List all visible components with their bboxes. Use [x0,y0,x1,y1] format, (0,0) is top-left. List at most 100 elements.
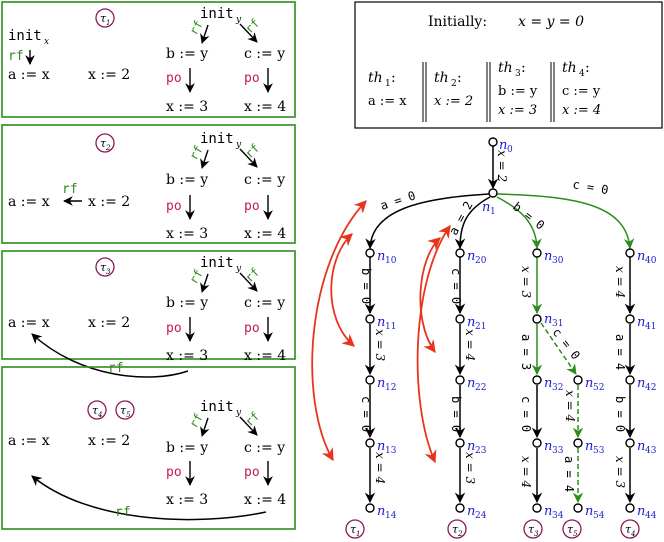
init-y-label: init [200,399,234,415]
c-read-y: c := y [244,295,285,311]
node-dot [625,503,635,513]
tag-tau3-box3: τ 3 [95,257,115,277]
x-assign-3: x := 3 [166,492,208,508]
tree-edge-n33-n34: x = 4 [519,448,543,504]
rf-arrow [200,24,210,44]
tree-edge-n42-n43: b = 0 [613,385,636,439]
init-y-sub: y [235,408,242,418]
node-label: n [637,504,645,519]
tree-node-n22: n 22 [455,375,486,393]
node-sub: 44 [645,511,657,521]
thread-4-line-2: x := 4 [562,103,601,118]
init-y-label: init [200,131,234,147]
tree-edge-n43-n44: x = 3 [613,448,636,504]
edge-label: x = 4 [563,390,577,422]
a-read-x: a := x [8,194,50,210]
init-x-sub: x [44,37,49,47]
a-read-x: a := x [8,433,50,449]
tree-edge-n30-n31: x = 3 [519,257,543,315]
tree-edge-n41-n42: a = 4 [613,324,636,376]
program-box-frame [354,1,663,129]
node-sub: 22 [475,383,486,393]
node-label: n [637,315,645,330]
thread-3-name: th [498,60,513,76]
node-label: n [544,249,552,264]
thread-3-line-1: b := y [498,84,538,99]
edge-label: c = 0 [359,396,373,432]
node-dot [532,375,542,385]
tree-node-n11: n 11 [365,314,396,332]
edge-label: c = 0 [449,268,463,304]
tree-node-n12: n 12 [365,375,396,393]
node-sub: 43 [645,446,657,456]
rf-arrow [200,417,210,437]
tag-circle [115,400,135,420]
tree-node-n33: n 33 [532,438,564,456]
edge-label: a = 4 [613,334,627,370]
thread-1-sub: 1 [385,79,391,89]
rf-label: rf [115,505,131,520]
node-sub: 33 [552,446,564,456]
node-dot [455,438,465,448]
edge-line [454,196,491,250]
edge-label: x = 4 [613,266,627,298]
rf-label: rf [62,182,78,197]
reversal-arc [330,233,355,347]
rf-arrow [239,416,258,436]
rf-label: rf [242,141,262,161]
edge-label: x = 3 [613,456,627,488]
node-label: n [499,138,507,153]
thread-4-colon: : [585,60,590,76]
tree-node-n24: n 24 [455,503,487,521]
b-read-y: b := y [166,46,208,62]
rf-curve-arrow [31,475,267,521]
node-label: n [544,439,552,454]
po-label: po [244,71,260,86]
tree-node-n10: n 10 [365,248,397,266]
node-label: n [467,315,475,330]
node-dot [573,503,583,513]
rf-arrow [239,272,258,292]
tag-sub: 2 [457,530,463,538]
node-sub: 30 [552,256,564,266]
c-read-y: c := y [244,46,285,62]
tree-node-n21: n 21 [455,314,486,332]
edge-line [365,193,490,250]
tree-edge-n20-n21: c = 0 [449,257,466,315]
node-dot [532,314,542,324]
edge-line [540,322,577,375]
node-label: n [377,504,385,519]
leaf-tag-tau1: τ 1 [345,519,365,539]
init-y-sub: y [235,15,242,25]
tag-circle [447,519,467,539]
thread-3-colon: : [521,60,526,76]
tag-sub: 3 [106,268,111,276]
node-dot [532,438,542,448]
node-dot [625,375,635,385]
thread-3-sub: 3 [515,69,521,79]
tag-tau1-box1: τ 1 [95,8,115,28]
node-label: n [377,439,385,454]
tree-node-n14: n 14 [365,503,397,521]
leaf-tag-tau4: τ 4 [620,519,640,539]
tree-node-n52: n 52 [573,375,604,393]
po-label: po [244,321,260,336]
leaf-tag-tau3: τ 3 [523,519,543,539]
node-label: n [467,376,475,391]
thread-2-name: th [434,70,449,86]
rf-label: rf [242,409,262,429]
node-sub: 23 [475,446,487,456]
node-dot [455,248,465,258]
tag-sub: 4 [97,411,102,419]
tree-edge-n12-n13: c = 0 [359,385,376,439]
edge-label: c = 0 [519,396,533,432]
tree-edge-n23-n24: x = 3 [454,448,477,504]
execution-box-3: τ 3 a := x x := 2 init y rf rf b := y c … [1,250,296,378]
node-dot [365,438,375,448]
init-y-label: init [200,6,234,22]
tree-edge-n11-n12: x = 3 [364,324,387,376]
rf-curve-arrow [31,333,189,378]
tree-node-n34: n 34 [532,503,564,521]
node-sub: 11 [385,322,396,332]
tag-circle [95,8,115,28]
